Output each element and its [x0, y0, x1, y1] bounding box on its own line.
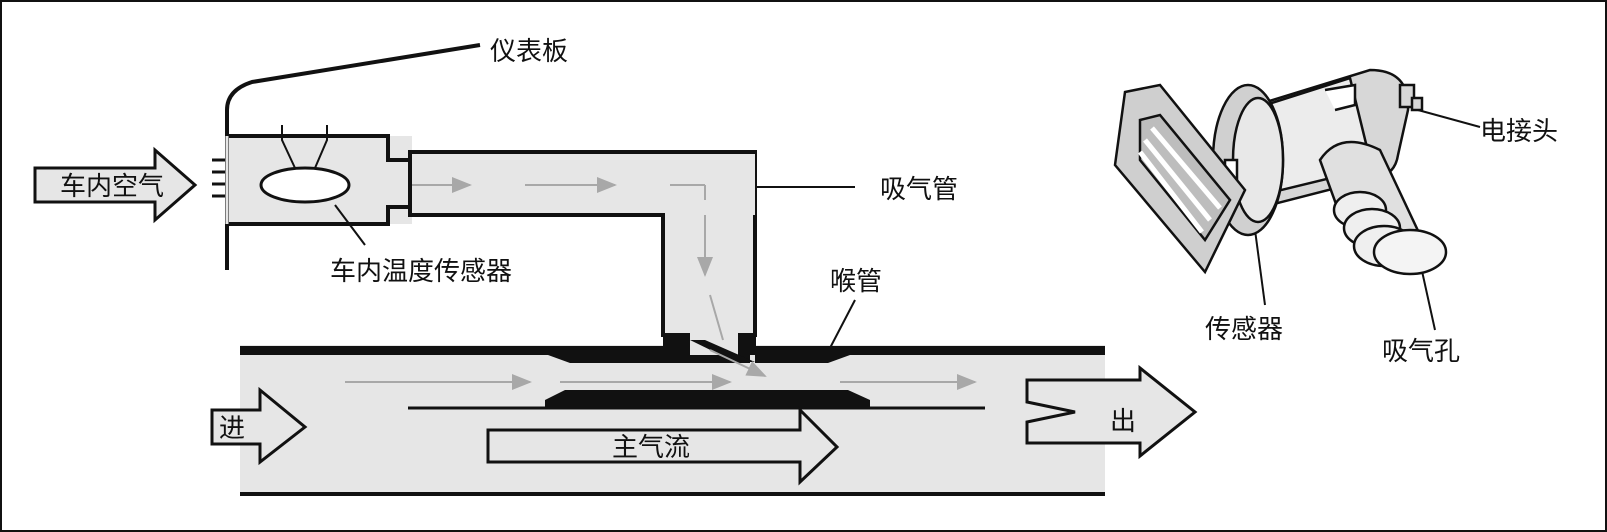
leader-connector: [1417, 109, 1481, 128]
connector-pins: [1398, 83, 1416, 109]
label-throat-pipe: 喉管: [830, 267, 882, 297]
label-intake-pipe: 吸气管: [880, 175, 958, 205]
outlet-arrow: [1025, 364, 1198, 460]
label-outlet: 出: [1110, 407, 1136, 437]
label-electrical-connector: 电接头: [1480, 117, 1558, 147]
intake-pipe-vertical: [661, 152, 767, 377]
dashboard-panel: [225, 43, 481, 270]
intake-pipe-horizontal: [380, 150, 757, 217]
leader-throat-pipe: [829, 299, 856, 349]
sensor-housing: [212, 43, 481, 270]
label-cabin-air: 车内空气: [60, 172, 164, 202]
leader-temp-sensor: [334, 204, 366, 246]
leader-sensor: [1254, 229, 1266, 306]
temperature-sensor-element: [259, 166, 351, 204]
label-main-airflow: 主气流: [612, 433, 690, 463]
label-dashboard: 仪表板: [490, 37, 568, 67]
label-sensor: 传感器: [1205, 315, 1283, 345]
main-airflow-arrow: [486, 406, 840, 486]
label-cabin-temp-sensor: 车内温度传感器: [330, 257, 512, 287]
label-intake-hole: 吸气孔: [1382, 337, 1460, 367]
main-pipe: [240, 345, 1105, 496]
label-inlet: 进: [219, 414, 245, 444]
throat-upper-restriction: [548, 355, 750, 363]
sensor-illustration: [1113, 68, 1448, 276]
inlet-arrow: [210, 386, 308, 466]
throat-lower-restriction: [545, 390, 870, 400]
cabin-air-arrow: [33, 146, 198, 224]
